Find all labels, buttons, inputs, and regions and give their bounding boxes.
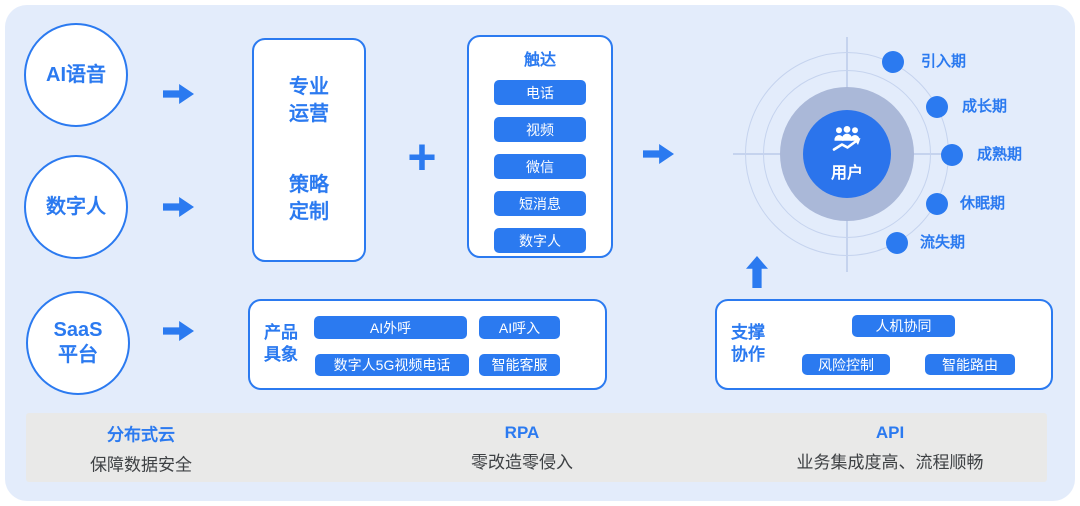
support-box: 支撑 协作 人机协同 风险控制 智能路由 <box>715 299 1053 390</box>
stage-dot-introduction <box>882 51 904 73</box>
capability-title: 分布式云 <box>107 425 175 444</box>
stage-label-growth: 成长期 <box>962 98 1008 115</box>
stage-label-churn: 流失期 <box>920 234 966 251</box>
flow-arrow-icon <box>163 197 194 217</box>
product-box: 产品 具象 AI外呼 AI呼入 数字人5G视频电话 智能客服 <box>248 299 607 390</box>
stage-label-dormant: 休眠期 <box>960 195 1006 212</box>
operation-box: 专业 运营 策略 定制 <box>252 38 366 262</box>
touch-channel-video: 视频 <box>494 117 586 142</box>
product-chip-ai-outbound: AI外呼 <box>314 316 467 339</box>
capability-api: API 业务集成度高、流程顺畅 <box>797 423 984 473</box>
stage-label-introduction: 引入期 <box>921 53 967 70</box>
capability-title: API <box>875 422 905 442</box>
capability-subtitle: 业务集成度高、流程顺畅 <box>796 452 984 472</box>
product-chip-ai-inbound: AI呼入 <box>479 316 560 339</box>
stage-label-maturity: 成熟期 <box>977 146 1023 163</box>
touch-channel-phone: 电话 <box>494 80 586 105</box>
input-circle-ai-voice: AI语音 <box>24 23 128 127</box>
stage-dot-dormant <box>926 193 948 215</box>
input-circle-label: SaaS 平台 <box>53 319 103 366</box>
flow-arrow-icon <box>163 84 194 104</box>
touch-box-title: 触达 <box>523 52 556 69</box>
support-chip-smart-routing: 智能路由 <box>925 354 1015 375</box>
users-growth-icon <box>830 125 864 157</box>
capability-rpa: RPA 零改造零侵入 <box>471 423 573 473</box>
flow-arrow-icon <box>643 144 674 164</box>
capability-bar: 分布式云 保障数据安全 RPA 零改造零侵入 API 业务集成度高、流程顺畅 <box>26 413 1047 482</box>
stage-dot-growth <box>926 96 948 118</box>
operation-box-bottom-label: 策略 定制 <box>289 174 329 223</box>
touch-channel-wechat: 微信 <box>494 154 586 179</box>
plus-icon: + <box>407 129 437 185</box>
panel-background: AI语音 数字人 SaaS 平台 专业 运营 策略 定制 + 触达 电话 视频 … <box>5 5 1075 501</box>
capability-subtitle: 保障数据安全 <box>90 455 192 474</box>
product-box-label: 产品 具象 <box>264 322 298 365</box>
product-chip-smart-service: 智能客服 <box>479 354 560 376</box>
user-center-label: 用户 <box>830 164 863 182</box>
capability-subtitle: 零改造零侵入 <box>471 452 573 472</box>
input-circle-digital-human: 数字人 <box>24 155 128 259</box>
support-chip-human-machine: 人机协同 <box>852 315 955 337</box>
lifecycle-inner-ring <box>763 70 931 238</box>
touch-channels-box: 触达 电话 视频 微信 短消息 数字人 <box>467 35 613 258</box>
product-chip-5g-video-call: 数字人5G视频电话 <box>315 354 469 376</box>
flow-arrow-icon <box>163 321 194 341</box>
input-circle-label: AI语音 <box>46 63 106 86</box>
support-box-label: 支撑 协作 <box>731 322 765 365</box>
flow-arrow-up-icon <box>746 256 768 288</box>
input-circle-saas-platform: SaaS 平台 <box>26 291 130 395</box>
stage-dot-churn <box>886 232 908 254</box>
support-chip-risk-control: 风险控制 <box>802 354 890 375</box>
capability-title: RPA <box>504 422 540 442</box>
capability-distributed-cloud: 分布式云 保障数据安全 <box>90 420 192 475</box>
input-circle-label: 数字人 <box>46 195 106 218</box>
touch-channel-digital-human: 数字人 <box>494 228 586 253</box>
operation-box-top-label: 专业 运营 <box>289 76 329 125</box>
user-center-circle: 用户 <box>803 110 891 198</box>
touch-channel-sms: 短消息 <box>494 191 586 216</box>
stage-dot-maturity <box>941 144 963 166</box>
